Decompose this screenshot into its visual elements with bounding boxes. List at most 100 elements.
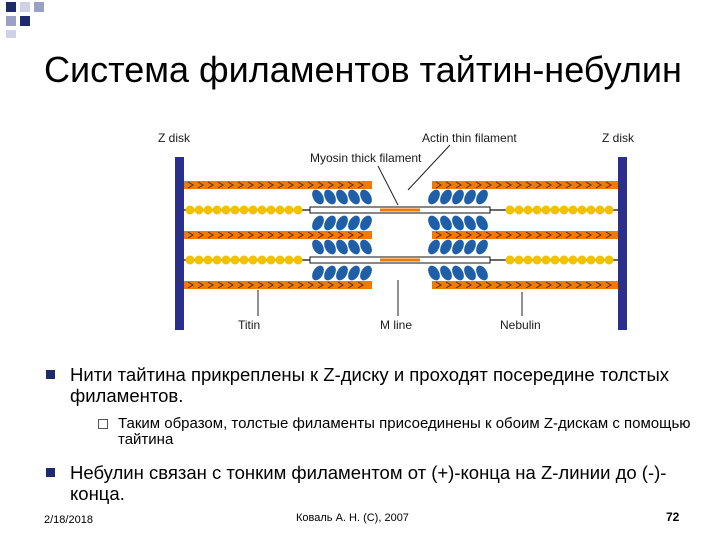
actin-chevron bbox=[535, 231, 542, 239]
myosin-head bbox=[428, 189, 440, 205]
actin-chevron bbox=[565, 281, 572, 289]
actin-chevron bbox=[337, 231, 344, 239]
actin-chevron bbox=[445, 181, 452, 189]
actin-chevron bbox=[465, 181, 472, 189]
myosin-head bbox=[452, 265, 464, 281]
titin-coil bbox=[505, 255, 515, 265]
actin-chevron bbox=[595, 181, 602, 189]
myosin-head bbox=[476, 265, 488, 281]
actin-chevron bbox=[187, 281, 194, 289]
titin-coil bbox=[221, 205, 231, 215]
titin-coil bbox=[550, 205, 560, 215]
titin-coil bbox=[532, 255, 542, 265]
actin-chevron bbox=[267, 281, 274, 289]
titin-coil bbox=[203, 205, 213, 215]
actin-chevron bbox=[297, 181, 304, 189]
actin-chevron bbox=[455, 281, 462, 289]
actin-chevron bbox=[277, 281, 284, 289]
titin-coil bbox=[284, 205, 294, 215]
myosin-head bbox=[452, 189, 464, 205]
filament-layer bbox=[184, 181, 618, 289]
actin-chevron bbox=[585, 181, 592, 189]
myosin-head bbox=[336, 189, 348, 205]
actin-chevron bbox=[317, 231, 324, 239]
actin-chevron bbox=[445, 231, 452, 239]
myosin-head bbox=[476, 215, 488, 231]
actin-chevron bbox=[247, 181, 254, 189]
myosin-head bbox=[476, 239, 488, 255]
actin-filament bbox=[184, 281, 372, 289]
actin-chevron bbox=[585, 281, 592, 289]
actin-chevron bbox=[455, 181, 462, 189]
myosin-head bbox=[440, 189, 452, 205]
actin-chevron bbox=[475, 181, 482, 189]
titin-coil bbox=[523, 255, 533, 265]
actin-chevron bbox=[227, 231, 234, 239]
titin-coil bbox=[257, 255, 267, 265]
actin-chevron bbox=[515, 231, 522, 239]
actin-chevron bbox=[535, 281, 542, 289]
myosin-head bbox=[348, 239, 360, 255]
myosin-head bbox=[464, 239, 476, 255]
titin-coil bbox=[514, 255, 524, 265]
titin-coil bbox=[293, 255, 303, 265]
footer-author: Коваль А. Н. (C), 2007 bbox=[296, 512, 409, 524]
actin-chevron bbox=[575, 231, 582, 239]
myosin-head bbox=[336, 265, 348, 281]
myosin-head bbox=[476, 189, 488, 205]
z-disk-left bbox=[175, 157, 184, 330]
myosin-head bbox=[336, 215, 348, 231]
myosin-head bbox=[348, 265, 360, 281]
actin-chevron bbox=[505, 181, 512, 189]
actin-filament bbox=[432, 181, 618, 189]
actin-chevron bbox=[207, 181, 214, 189]
z-disk-right bbox=[618, 157, 627, 330]
actin-chevron bbox=[595, 281, 602, 289]
label-m-line: M line bbox=[380, 318, 412, 332]
actin-chevron bbox=[475, 231, 482, 239]
actin-chevron bbox=[505, 281, 512, 289]
actin-chevron bbox=[545, 181, 552, 189]
titin-coil bbox=[212, 205, 222, 215]
actin-chevron bbox=[465, 231, 472, 239]
actin-chevron bbox=[435, 181, 442, 189]
titin-coil bbox=[185, 205, 195, 215]
bullet-square-icon bbox=[46, 468, 55, 477]
actin-chevron bbox=[515, 281, 522, 289]
actin-chevron bbox=[327, 281, 334, 289]
m-line-segment bbox=[380, 208, 420, 212]
titin-coil bbox=[532, 205, 542, 215]
actin-chevron bbox=[475, 281, 482, 289]
titin-coil bbox=[514, 205, 524, 215]
actin-chevron bbox=[227, 181, 234, 189]
actin-chevron bbox=[247, 231, 254, 239]
myosin-head bbox=[440, 215, 452, 231]
actin-chevron bbox=[605, 281, 612, 289]
titin-coil bbox=[194, 205, 204, 215]
actin-chevron bbox=[237, 231, 244, 239]
footer-date: 2/18/2018 bbox=[44, 514, 93, 526]
myosin-head bbox=[428, 215, 440, 231]
actin-chevron bbox=[197, 181, 204, 189]
label-titin: Titin bbox=[238, 318, 260, 332]
titin-coil bbox=[239, 255, 249, 265]
actin-chevron bbox=[287, 181, 294, 189]
sarcomere-figure: Z disk Actin thin filament Z disk Myosin… bbox=[150, 130, 670, 340]
titin-coil bbox=[541, 255, 551, 265]
actin-chevron bbox=[257, 181, 264, 189]
actin-chevron bbox=[267, 181, 274, 189]
hollow-square-icon bbox=[98, 419, 108, 429]
actin-chevron bbox=[317, 281, 324, 289]
actin-chevron bbox=[455, 231, 462, 239]
myosin-head bbox=[464, 189, 476, 205]
myosin-head bbox=[312, 189, 324, 205]
myosin-head bbox=[348, 215, 360, 231]
actin-chevron bbox=[287, 231, 294, 239]
actin-chevron bbox=[357, 181, 364, 189]
sarcomere-diagram: Z disk Actin thin filament Z disk Myosin… bbox=[158, 131, 635, 332]
actin-chevron bbox=[237, 181, 244, 189]
myosin-head bbox=[312, 215, 324, 231]
actin-chevron bbox=[465, 281, 472, 289]
myosin-head bbox=[360, 215, 372, 231]
actin-chevron bbox=[555, 181, 562, 189]
